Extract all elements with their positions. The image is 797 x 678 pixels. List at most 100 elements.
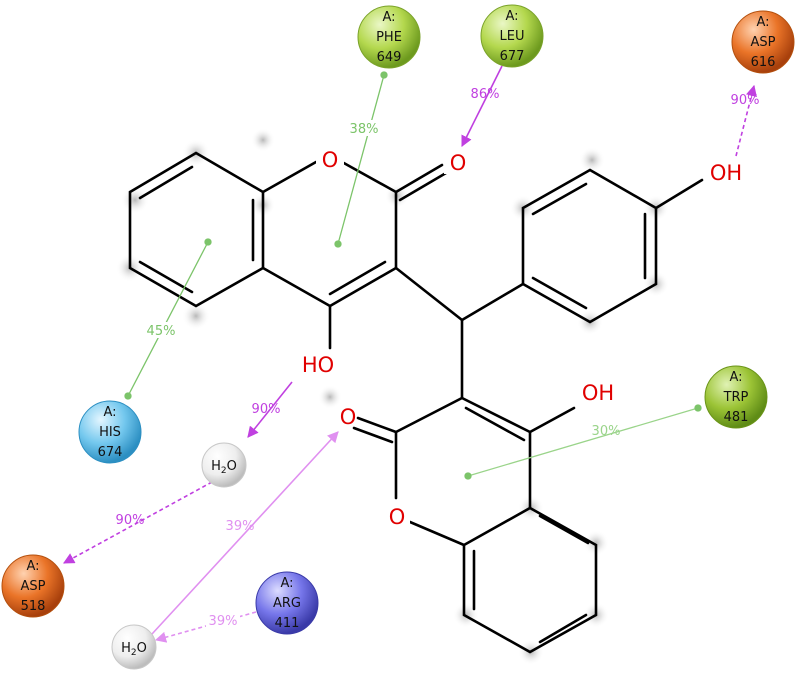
residue-sphere <box>704 365 768 429</box>
pct-his674: 45% <box>147 324 176 339</box>
percent-labels: 38% 86% 90% 45% 30% 90% 90% 39% 39% <box>116 87 760 629</box>
atom-oh-para: OH <box>710 161 742 185</box>
residue-chain: A: <box>382 10 395 25</box>
pi-centroid <box>464 472 472 480</box>
residue-number: 649 <box>377 50 402 65</box>
hbond-water1-asp518 <box>63 481 213 564</box>
pct-ho-water1: 90% <box>252 402 281 417</box>
pi-centroid <box>334 240 342 248</box>
residue-name: LEU <box>500 29 525 44</box>
bond-double <box>538 514 590 545</box>
residue-sphere <box>78 400 142 464</box>
water-label: H2O <box>121 641 147 658</box>
atom-o-carbonyl-top: O <box>450 151 467 175</box>
bond <box>394 396 464 434</box>
residue-name: ARG <box>273 596 301 611</box>
residue-asp616[interactable]: A: ASP 616 <box>731 10 795 74</box>
bond-double <box>538 613 588 644</box>
residue-name: ASP <box>751 35 776 50</box>
pi-interactions <box>124 71 702 480</box>
residue-number: 411 <box>275 616 300 631</box>
bond <box>261 160 318 194</box>
hbond-ho-water1 <box>247 381 293 438</box>
bond <box>261 266 332 308</box>
residue-sphere <box>1 554 65 618</box>
atom-ho-top: HO <box>302 353 334 377</box>
residue-chain: A: <box>729 370 742 385</box>
ligand-skeleton <box>128 151 704 654</box>
bond-double <box>352 426 394 444</box>
pct-water1-asp518: 90% <box>116 513 145 528</box>
residue-name: HIS <box>99 425 121 440</box>
residue-chain: A: <box>756 15 769 30</box>
bond <box>340 160 398 194</box>
pct-arg411-water2: 39% <box>209 614 238 629</box>
bond <box>408 520 466 547</box>
residue-sphere <box>480 4 544 68</box>
pct-water2-carbonyl: 39% <box>226 519 255 534</box>
residue-name: TRP <box>723 390 749 405</box>
atom-labels: O O OH HO OH O O <box>302 146 742 529</box>
pi-line-phe649 <box>337 74 385 245</box>
pi-line-his674 <box>127 241 209 397</box>
residue-trp481[interactable]: A: TRP 481 <box>704 365 768 429</box>
pct-asp616: 90% <box>731 93 760 108</box>
residue-chain: A: <box>103 405 116 420</box>
residue-asp518[interactable]: A: ASP 518 <box>1 554 65 618</box>
bond-ring <box>462 506 598 654</box>
halo <box>318 385 342 409</box>
residue-name: PHE <box>376 30 402 45</box>
residue-phe649[interactable]: A: PHE 649 <box>357 5 421 69</box>
halo <box>583 530 609 556</box>
residue-number: 616 <box>751 55 776 70</box>
water-1[interactable]: H2O <box>201 442 247 488</box>
bond-double <box>464 406 526 442</box>
hbond-interactions <box>63 65 757 643</box>
residues: A: PHE 649 A: LEU 677 A: ASP 616 A: TRP … <box>1 4 795 635</box>
bond-ring <box>128 151 265 308</box>
water-sphere <box>111 624 157 670</box>
pi-line-trp481 <box>467 407 699 477</box>
halo <box>251 128 275 152</box>
bond-double <box>531 182 588 216</box>
residue-arg411[interactable]: A: ARG 411 <box>255 571 319 635</box>
waters: H2O H2O <box>111 442 247 670</box>
atom-o-carbonyl-bottom: O <box>340 405 357 429</box>
atom-oh-bottom: OH <box>582 381 614 405</box>
bond-double <box>531 276 588 310</box>
label-backdrop <box>444 148 470 174</box>
bond-double <box>356 416 398 434</box>
halo <box>579 147 605 173</box>
bond-double <box>138 165 194 200</box>
water-label: H2O <box>211 459 237 476</box>
hbond-water2-carbonyl <box>151 431 339 635</box>
residue-chain: A: <box>26 559 39 574</box>
residue-sphere <box>731 10 795 74</box>
pi-centroid <box>204 238 212 246</box>
bond <box>460 282 525 322</box>
bond-ring <box>521 168 658 324</box>
water-2[interactable]: H2O <box>111 624 157 670</box>
residue-his674[interactable]: A: HIS 674 <box>78 400 142 464</box>
pct-trp481: 30% <box>592 424 621 439</box>
pi-endpoint <box>380 71 388 79</box>
bond <box>394 266 464 322</box>
pi-endpoint <box>694 404 702 412</box>
residue-leu677[interactable]: A: LEU 677 <box>480 4 544 68</box>
pi-endpoint <box>124 392 132 400</box>
atom-o-ring-top: O <box>322 148 339 172</box>
bond <box>528 406 576 434</box>
bond <box>328 266 398 308</box>
bond-double <box>394 163 444 194</box>
pct-leu677: 86% <box>471 87 500 102</box>
bond <box>460 396 532 434</box>
residue-chain: A: <box>505 9 518 24</box>
residue-sphere <box>255 571 319 635</box>
label-backdrop <box>206 612 240 628</box>
residue-name: ASP <box>21 579 46 594</box>
residue-chain: A: <box>280 576 293 591</box>
residue-number: 674 <box>98 445 123 460</box>
bond-double <box>328 260 387 296</box>
hbond-leu677 <box>461 65 503 148</box>
